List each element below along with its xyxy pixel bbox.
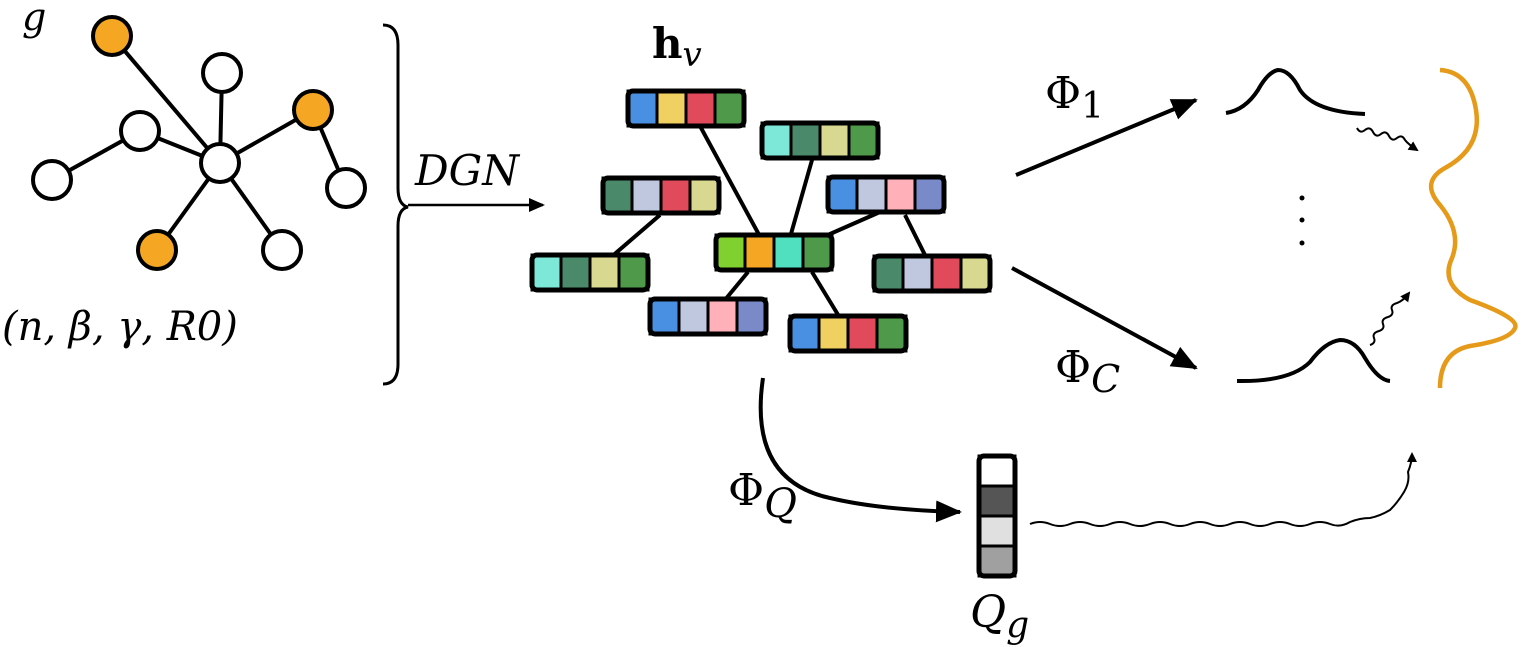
graph-label: g — [22, 0, 46, 39]
embedding-cell — [677, 297, 710, 336]
quantile-cell — [977, 514, 1017, 548]
embedding-cell — [659, 176, 692, 215]
head-label-1: Φ1 — [1045, 68, 1104, 127]
quantile-cell — [977, 544, 1017, 578]
embedding-outline — [647, 296, 769, 337]
embedding-outline — [825, 174, 947, 215]
embedding-cell — [617, 253, 650, 292]
head-label-c: ΦC — [1055, 342, 1120, 401]
embedding-outline — [787, 313, 909, 354]
node-embedding-vector — [825, 174, 947, 215]
graph-nodes — [31, 15, 367, 271]
embedding-cell — [847, 121, 880, 160]
embedding-cell — [818, 121, 851, 160]
embedding-cell — [959, 254, 992, 293]
graph-node — [261, 229, 303, 271]
input-brace — [382, 23, 409, 386]
embedding-cell — [817, 314, 850, 353]
squiggle-arrow-q — [1029, 452, 1417, 527]
graph-node — [325, 167, 367, 209]
component-curve-1 — [1225, 67, 1366, 116]
embedding-cell — [772, 233, 805, 272]
graph-node — [199, 142, 241, 184]
quantile-head-arrow — [758, 377, 962, 523]
embedding-cell — [559, 253, 592, 292]
node-embedding-vector — [647, 296, 769, 337]
embedding-cell — [789, 121, 822, 160]
graph-node — [136, 229, 178, 271]
embedding-cell — [801, 233, 834, 272]
embedding-label: hv — [652, 19, 702, 75]
quantile-vector — [976, 453, 1018, 579]
node-embedding-vector — [759, 120, 881, 161]
embedding-cell — [601, 176, 634, 215]
node-embedding-vector — [871, 253, 993, 294]
embedding-cell — [588, 253, 621, 292]
embedding-cell — [630, 176, 663, 215]
graph-params: (n, β, γ, R0) — [2, 304, 238, 350]
embedding-cell — [626, 89, 659, 128]
node-embedding-vector — [625, 88, 747, 129]
embedding-outline — [871, 253, 993, 294]
embedding-cell — [706, 297, 739, 336]
embedding-outline — [713, 232, 835, 273]
embedding-cell — [872, 254, 905, 293]
embedding-cell — [743, 233, 776, 272]
embedding-cell — [655, 89, 688, 128]
input-graph — [51, 34, 348, 252]
embedding-cell — [684, 89, 717, 128]
embedding-outline — [600, 175, 722, 216]
embedding-cell — [714, 233, 747, 272]
embedding-cell — [846, 314, 879, 353]
embedding-cell — [855, 175, 888, 214]
ellipsis-dots — [1299, 195, 1305, 246]
embedding-outline — [625, 88, 747, 129]
quantile-outline — [976, 453, 1018, 579]
node-embedding-vector — [787, 313, 909, 354]
node-embedding-vector — [713, 232, 835, 273]
embedding-outline — [529, 252, 651, 293]
embedding-cell — [901, 254, 934, 293]
embedding-outline — [759, 120, 881, 161]
graph-node — [119, 110, 161, 152]
embedding-cell — [648, 297, 681, 336]
embedding-cell — [688, 176, 721, 215]
embedding-cell — [884, 175, 917, 214]
embedding-cell — [760, 121, 793, 160]
embedding-cell — [713, 89, 746, 128]
head-arrow-c — [1011, 266, 1198, 370]
feature-vectors — [529, 88, 993, 354]
embedding-cell — [913, 175, 946, 214]
mixture-curve — [1429, 67, 1518, 389]
squiggle-arrow-1 — [1356, 127, 1419, 152]
graph-node — [91, 15, 133, 57]
graph-node — [201, 52, 243, 94]
embedding-cell — [826, 175, 859, 214]
component-curve-c — [1236, 337, 1391, 384]
embedding-cell — [788, 314, 821, 353]
embedding-cell — [930, 254, 963, 293]
embedding-cell — [530, 253, 563, 292]
dgn-label: DGN — [414, 146, 520, 195]
node-embedding-vector — [600, 175, 722, 216]
head-label-q: ΦQ — [728, 465, 797, 527]
graph-node — [31, 159, 73, 201]
squiggle-arrow-c — [1369, 291, 1411, 346]
quantile-cell — [977, 484, 1017, 518]
quantile-label: Qg — [970, 587, 1029, 646]
graph-node — [292, 89, 334, 131]
head-arrow-1 — [1015, 98, 1198, 177]
embedding-cell — [735, 297, 768, 336]
node-embedding-vector — [529, 252, 651, 293]
embedding-cell — [875, 314, 908, 353]
quantile-cell — [977, 454, 1017, 488]
